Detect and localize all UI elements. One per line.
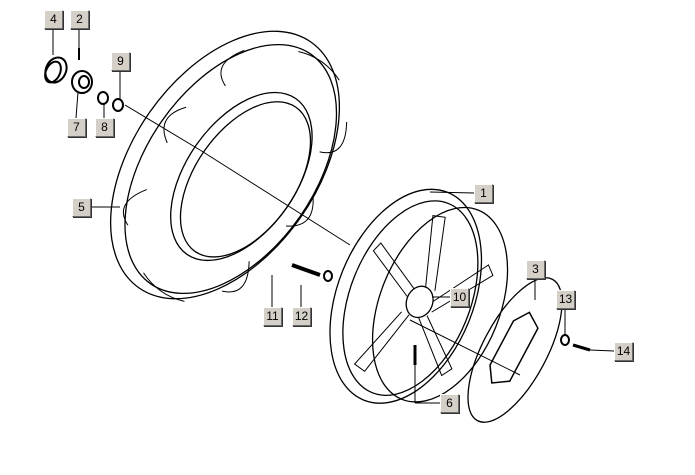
callout-7[interactable]: 7 (67, 118, 86, 137)
callout-10[interactable]: 10 (450, 288, 469, 307)
wheel-rim (329, 188, 509, 404)
callout-1[interactable]: 1 (474, 184, 493, 203)
callout-6[interactable]: 6 (440, 394, 459, 413)
callout-13[interactable]: 13 (556, 290, 575, 309)
callout-11[interactable]: 11 (263, 307, 282, 326)
callout-3[interactable]: 3 (526, 260, 545, 279)
small-parts (44, 48, 591, 365)
tyre-cover (109, 30, 348, 302)
callout-5[interactable]: 5 (72, 198, 91, 217)
callout-4[interactable]: 4 (44, 10, 63, 29)
callout-8[interactable]: 8 (95, 118, 114, 137)
callout-14[interactable]: 14 (614, 342, 633, 361)
brake-disc (467, 277, 563, 423)
callout-12[interactable]: 12 (292, 307, 311, 326)
leader-lines (52, 28, 615, 404)
callout-9[interactable]: 9 (111, 52, 130, 71)
callout-2[interactable]: 2 (70, 10, 89, 29)
